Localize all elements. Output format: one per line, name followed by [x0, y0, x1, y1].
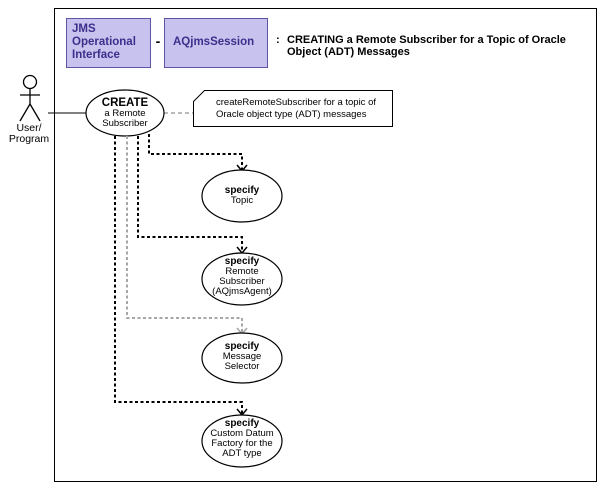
create-node-verb: CREATE: [101, 97, 149, 109]
note-fold-icon: [193, 90, 205, 102]
note-text: createRemoteSubscriber for a topic of Or…: [216, 97, 376, 120]
connector-message-selector: [126, 136, 243, 333]
actor-label: User/ Program: [8, 122, 50, 145]
connector-custom-datum: [114, 136, 243, 414]
step-verb: specify: [224, 418, 260, 429]
step-label-topic: specify Topic: [207, 186, 277, 206]
step-text: Custom Datum Factory for the ADT type: [210, 428, 274, 459]
create-node-label: CREATE a Remote Subscriber: [90, 97, 160, 129]
step-label-message-selector: specify Message Selector: [207, 342, 277, 372]
actor-icon: [19, 74, 41, 122]
diagram-frame: [54, 8, 597, 482]
title-text: CREATING a Remote Subscriber for a Topic…: [287, 34, 566, 58]
step-text: Message Selector: [222, 351, 262, 372]
step-node-remote-subscriber: [201, 252, 283, 306]
interface-label: JMS Operational Interface: [72, 23, 136, 61]
title-separator: :: [276, 34, 280, 46]
note-box: createRemoteSubscriber for a topic of Or…: [193, 90, 393, 127]
session-label: AQjmsSession: [173, 36, 255, 48]
step-label-remote-subscriber: specify Remote Subscriber (AQjmsAgent): [204, 257, 280, 297]
connector-remote-subscriber: [137, 136, 243, 252]
session-label-box: AQjmsSession: [164, 18, 268, 68]
step-verb: specify: [224, 185, 260, 196]
header-dash: -: [155, 33, 161, 49]
interface-label-box: JMS Operational Interface: [66, 18, 151, 68]
create-node: [85, 89, 165, 137]
step-node-topic: [201, 169, 283, 223]
step-verb: specify: [224, 256, 260, 267]
step-text: Topic: [230, 195, 254, 206]
diagram-title: : CREATING a Remote Subscriber for a Top…: [276, 34, 587, 58]
create-node-text: a Remote Subscriber: [102, 108, 148, 129]
step-node-custom-datum: [201, 414, 283, 468]
step-label-custom-datum: specify Custom Datum Factory for the ADT…: [202, 419, 282, 459]
step-text: Remote Subscriber (AQjmsAgent): [212, 266, 272, 297]
connector-topic: [148, 134, 243, 170]
step-verb: specify: [224, 341, 260, 352]
step-node-message-selector: [201, 332, 283, 384]
